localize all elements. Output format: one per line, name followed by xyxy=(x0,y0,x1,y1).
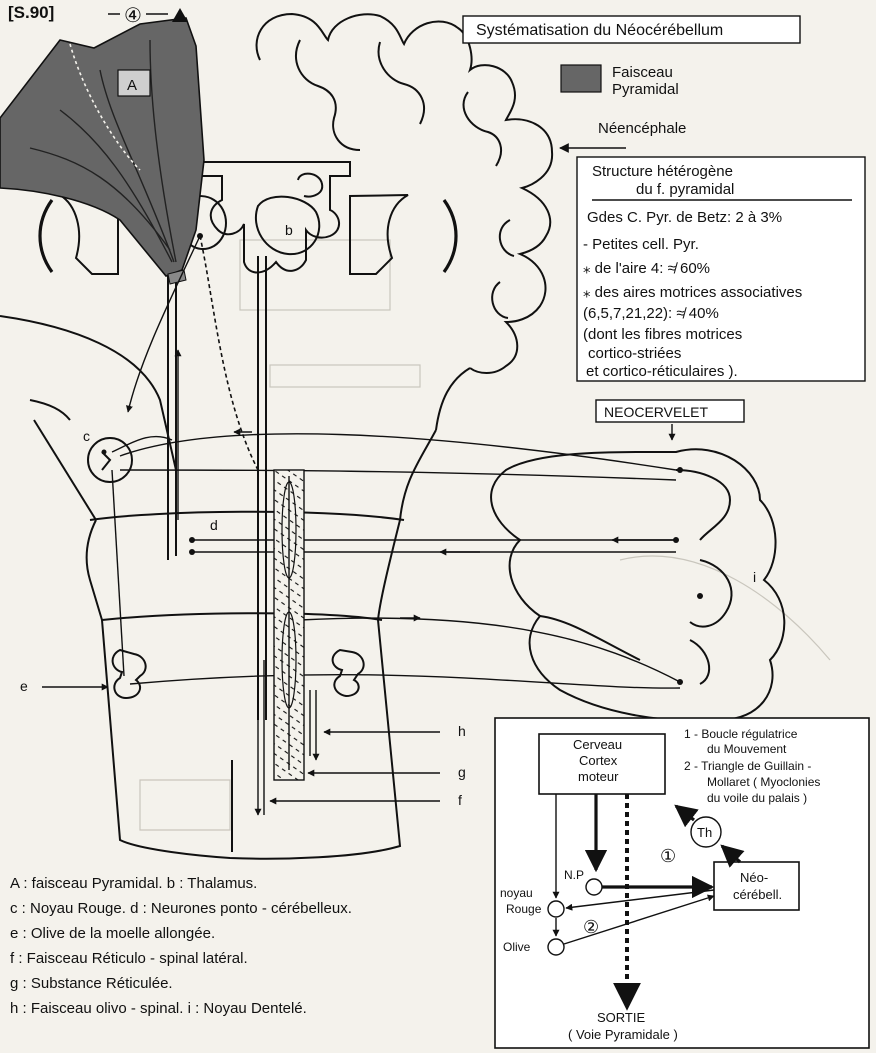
schema-np: N.P xyxy=(564,868,584,882)
schema-note2-1: 2 - Triangle de Guillain - xyxy=(684,759,811,773)
schema-th: Th xyxy=(697,825,712,840)
area-4-mark: ④ xyxy=(124,5,142,27)
structure-line-1: Gdes C. Pyr. de Betz: 2 à 3% xyxy=(587,209,782,226)
schema-cortex-2: Cortex xyxy=(579,753,618,768)
schema-neo-2: cérébell. xyxy=(733,887,782,902)
legend-swatch xyxy=(561,65,601,92)
area-4-peak-mark xyxy=(172,8,188,22)
key-line-5: g : Substance Réticulée. xyxy=(10,975,173,992)
legend-label-line1: Faisceau xyxy=(612,64,673,81)
key-line-4: f : Faisceau Réticulo - spinal latéral. xyxy=(10,950,248,967)
letter-b: b xyxy=(285,222,293,238)
schema-noyau-1: noyau xyxy=(500,886,533,900)
figure-ref: [S.90] xyxy=(8,3,54,22)
structure-line-8: et cortico-réticulaires ). xyxy=(586,363,738,380)
key-line-1: A : faisceau Pyramidal. b : Thalamus. xyxy=(10,875,257,892)
letter-h: h xyxy=(458,723,466,739)
structure-title-line1: Structure hétérogène xyxy=(592,163,733,180)
letter-g: g xyxy=(458,764,466,780)
pyramidal-tract xyxy=(0,18,204,284)
letter-i: i xyxy=(753,569,756,585)
schema-cortex-1: Cerveau xyxy=(573,737,622,752)
brain-outline xyxy=(0,162,456,859)
structure-line-2: - Petites cell. Pyr. xyxy=(583,236,699,253)
red-nucleus xyxy=(88,438,132,482)
letter-f: f xyxy=(458,792,462,808)
diagram-title: Systématisation du Néocérébellum xyxy=(476,22,723,39)
structure-line-3: ⁎ de l'aire 4: ≉ 60% xyxy=(583,260,710,277)
key-line-6: h : Faisceau olivo - spinal. i : Noyau D… xyxy=(10,1000,307,1017)
legend-label-line2: Pyramidal xyxy=(612,81,679,98)
structure-line-6: (dont les fibres motrices xyxy=(583,326,742,343)
loop-schema: Cerveau Cortex moteur 1 - Boucle régulat… xyxy=(495,718,869,1048)
schema-circle-1: ① xyxy=(660,846,676,866)
schema-cortex-3: moteur xyxy=(578,769,619,784)
neencephale-label: Néencéphale xyxy=(598,120,686,137)
schema-note2-3: du voile du palais ) xyxy=(707,791,807,805)
structure-title-line2: du f. pyramidal xyxy=(636,181,734,198)
key-line-2: c : Noyau Rouge. d : Neurones ponto - cé… xyxy=(10,900,352,917)
schema-note1-1: 1 - Boucle régulatrice xyxy=(684,727,798,741)
neencephalon-cortex xyxy=(257,14,553,430)
schema-sortie: SORTIE xyxy=(597,1010,645,1025)
schema-voie: ( Voie Pyramidale ) xyxy=(568,1027,678,1042)
neocervelet-label: NEOCERVELET xyxy=(604,404,708,420)
structure-line-7: cortico-striées xyxy=(588,345,681,362)
schema-note1-2: du Mouvement xyxy=(707,742,787,756)
structure-line-5: (6,5,7,21,22): ≉ 40% xyxy=(583,305,719,322)
schema-note2-2: Mollaret ( Myoclonies xyxy=(707,775,820,789)
structure-line-4: ⁎ des aires motrices associatives xyxy=(583,284,802,301)
key-line-3: e : Olive de la moelle allongée. xyxy=(10,925,215,942)
letter-A: A xyxy=(127,77,137,94)
schema-olive: Olive xyxy=(503,940,531,954)
schema-neo-1: Néo- xyxy=(740,870,768,885)
schema-noyau-2: Rouge xyxy=(506,902,542,916)
letter-c: c xyxy=(83,428,90,444)
letter-d: d xyxy=(210,517,218,533)
letter-e: e xyxy=(20,678,28,694)
